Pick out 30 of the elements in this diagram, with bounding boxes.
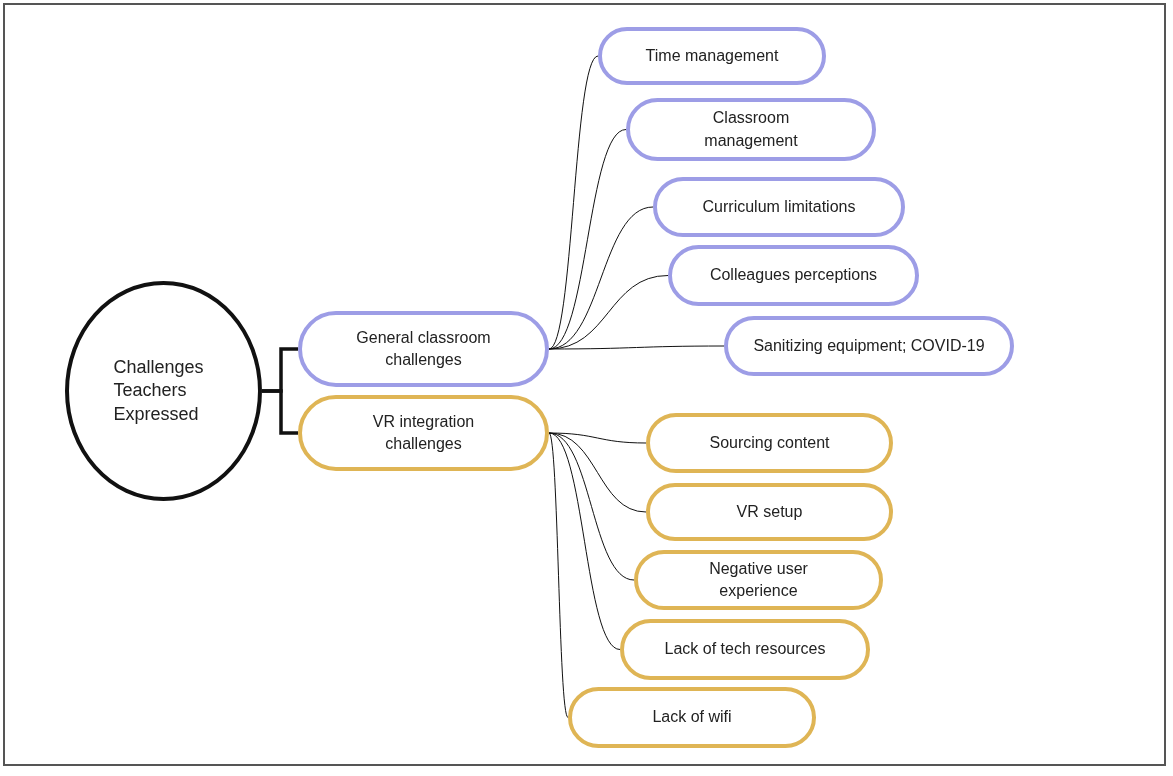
category-pill	[298, 395, 549, 471]
node-label: Negative user experience	[708, 558, 809, 601]
node-label: Lack of tech resources	[664, 639, 826, 660]
category-pill	[598, 27, 826, 85]
node-label: Sourcing content	[709, 432, 830, 453]
category-pill	[668, 245, 919, 306]
node-label: Lack of wifi	[652, 707, 732, 728]
node-label: Time management	[645, 45, 779, 66]
connector-line	[548, 432, 647, 444]
node-label: Challenges Teachers Expressed	[113, 355, 205, 426]
node-label: Curriculum limitations	[702, 196, 856, 217]
connector-line	[548, 432, 621, 650]
node-label: General classroom challenges	[355, 327, 492, 370]
category-pill	[634, 550, 883, 610]
node-label: Classroom management	[703, 108, 799, 151]
connector-line	[548, 345, 725, 350]
connector-line	[548, 55, 599, 350]
category-pill	[646, 413, 893, 473]
category-pill	[653, 177, 905, 237]
connector-line	[548, 432, 569, 718]
category-pill	[646, 483, 893, 541]
category-pill	[568, 687, 816, 748]
connector-line	[548, 432, 635, 581]
node-label: Colleagues perceptions	[709, 265, 878, 286]
category-pill	[724, 316, 1014, 376]
node-label: VR setup	[736, 501, 803, 522]
node-label: VR integration challenges	[371, 411, 476, 454]
node-label: Sanitizing equipment; COVID-19	[753, 335, 985, 356]
category-pill	[620, 619, 870, 680]
connector-line	[262, 389, 298, 435]
